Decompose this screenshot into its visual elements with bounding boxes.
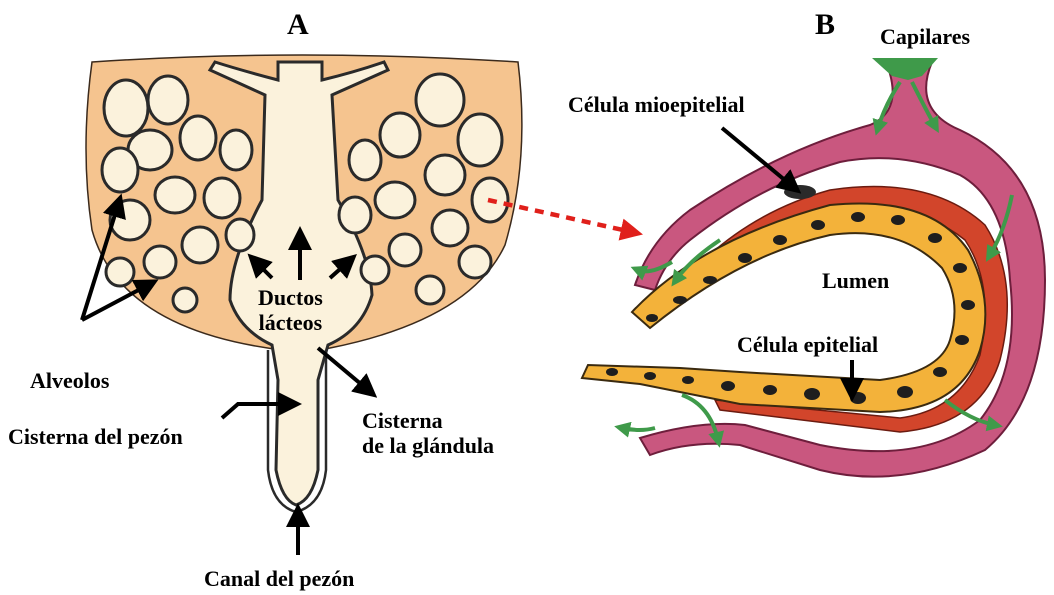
label-cisterna-glandula-line2: de la glándula [362,433,494,458]
label-lumen: Lumen [822,268,889,293]
label-celula-mioepitelial: Célula mioepitelial [568,92,745,117]
label-ductos-line2: lácteos [258,310,323,335]
label-celula-epitelial: Célula epitelial [737,332,878,357]
label-alveolos: Alveolos [30,368,109,393]
epithelium-band [582,203,985,412]
myoepithelial-cell [784,185,816,199]
panel-a-letter: A [287,8,309,43]
label-cisterna-glandula-line1: Cisterna [362,408,494,433]
label-canal-pezon: Canal del pezón [204,566,354,591]
label-ductos-line1: Ductos [258,285,323,310]
alveolus-detail [582,58,1045,477]
panel-b-letter: B [815,8,835,43]
label-ductos-lacteos: Ductos lácteos [258,285,323,336]
label-cisterna-glandula: Cisterna de la glándula [362,408,494,459]
label-cisterna-pezon: Cisterna del pezón [8,424,183,449]
label-capilares: Capilares [880,24,970,49]
